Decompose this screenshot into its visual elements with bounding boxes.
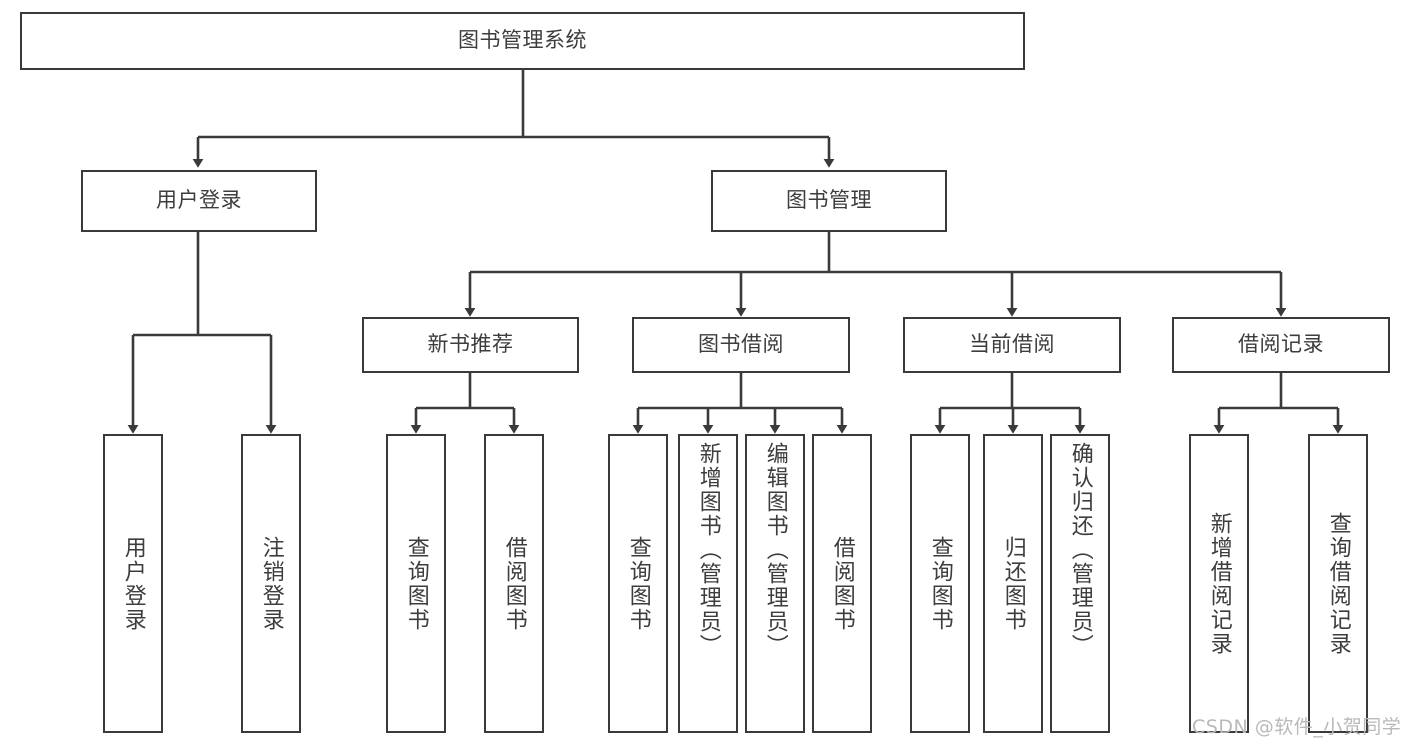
watermark-text: CSDN @软件_小贺同学 — [1192, 716, 1402, 738]
leaf-query-borrow-record[interactable]: 查询借阅记录 — [1308, 434, 1368, 733]
leaf-return-book[interactable]: 归还图书 — [983, 434, 1043, 733]
leaf-query-book-borrow[interactable]: 查询图书 — [608, 434, 668, 733]
leaf-user-logout[interactable]: 注销登录 — [241, 434, 301, 733]
leaf-borrow-book-recommend[interactable]: 借阅图书 — [484, 434, 544, 733]
node-book-borrow[interactable]: 图书借阅 — [632, 317, 850, 373]
leaf-add-book-admin[interactable]: 新增图书（管理员） — [678, 434, 738, 733]
leaf-user-login[interactable]: 用户登录 — [103, 434, 163, 733]
leaf-user-login-label: 用户登录 — [120, 535, 146, 632]
node-book-management[interactable]: 图书管理 — [711, 170, 947, 232]
leaf-query-book-current-label: 查询图书 — [927, 535, 953, 632]
leaf-confirm-return-admin-label: 确认归还（管理员） — [1067, 442, 1093, 658]
leaf-add-borrow-record-label: 新增借阅记录 — [1206, 511, 1232, 656]
node-root-label: 图书管理系统 — [458, 28, 587, 53]
leaf-query-book-recommend-label: 查询图书 — [403, 535, 429, 632]
leaf-query-book-recommend[interactable]: 查询图书 — [386, 434, 446, 733]
leaf-edit-book-admin[interactable]: 编辑图书（管理员） — [745, 434, 805, 733]
leaf-borrow-book-recommend-label: 借阅图书 — [501, 535, 527, 632]
node-user-login-label: 用户登录 — [156, 188, 242, 213]
node-book-management-label: 图书管理 — [786, 188, 872, 213]
leaf-confirm-return-admin[interactable]: 确认归还（管理员） — [1050, 434, 1110, 733]
node-new-book-recommend-label: 新书推荐 — [427, 332, 514, 357]
leaf-edit-book-admin-label: 编辑图书（管理员） — [762, 442, 788, 658]
leaf-borrow-book-label: 借阅图书 — [829, 535, 855, 632]
node-borrow-record[interactable]: 借阅记录 — [1172, 317, 1390, 373]
leaf-return-book-label: 归还图书 — [1000, 535, 1026, 632]
node-current-borrow[interactable]: 当前借阅 — [903, 317, 1121, 373]
node-borrow-record-label: 借阅记录 — [1238, 332, 1324, 357]
node-user-login[interactable]: 用户登录 — [81, 170, 317, 232]
node-new-book-recommend[interactable]: 新书推荐 — [362, 317, 579, 373]
leaf-query-book-current[interactable]: 查询图书 — [910, 434, 970, 733]
node-current-borrow-label: 当前借阅 — [969, 332, 1055, 357]
leaf-borrow-book[interactable]: 借阅图书 — [812, 434, 872, 733]
node-book-borrow-label: 图书借阅 — [698, 332, 784, 357]
node-root[interactable]: 图书管理系统 — [20, 12, 1025, 70]
leaf-add-borrow-record[interactable]: 新增借阅记录 — [1189, 434, 1249, 733]
leaf-add-book-admin-label: 新增图书（管理员） — [695, 442, 721, 658]
leaf-user-logout-label: 注销登录 — [258, 535, 284, 632]
leaf-query-book-borrow-label: 查询图书 — [625, 535, 651, 632]
leaf-query-borrow-record-label: 查询借阅记录 — [1325, 511, 1351, 656]
